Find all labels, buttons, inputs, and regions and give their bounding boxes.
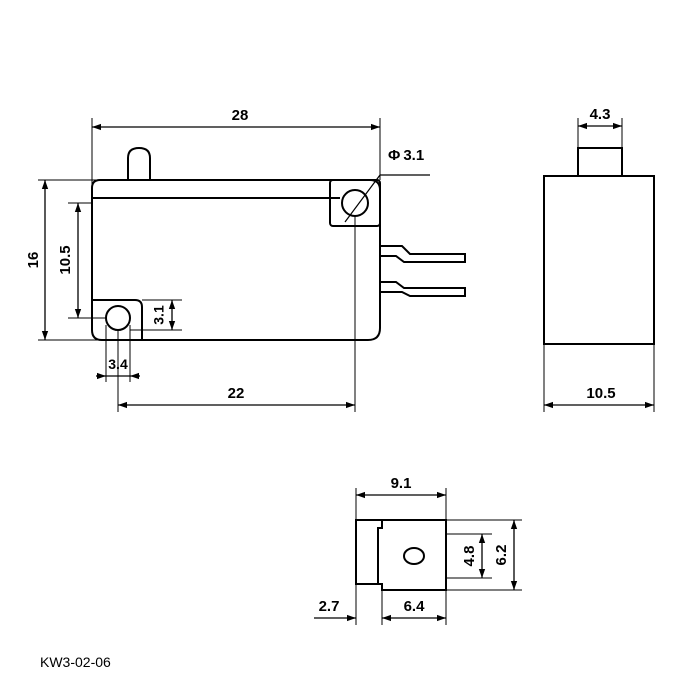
dim-plunger-width-label: 4.3 bbox=[590, 106, 611, 123]
side-body bbox=[543, 175, 655, 345]
hole-leader bbox=[344, 174, 381, 223]
terminal-slot bbox=[377, 520, 383, 584]
terminal-hole bbox=[403, 547, 425, 565]
dim-height-label: 16 bbox=[25, 252, 42, 269]
side-view: 4.3 10.5 bbox=[543, 106, 655, 412]
dim-width-label: 28 bbox=[232, 107, 249, 124]
terminal-lower bbox=[380, 281, 466, 297]
left-mount-boss bbox=[92, 299, 143, 340]
side-plunger bbox=[577, 147, 623, 177]
plunger bbox=[127, 146, 151, 180]
dim-slot-height-label: 4.8 bbox=[461, 546, 478, 567]
terminal-upper bbox=[380, 245, 466, 263]
terminal-view: 9.1 4.8 6.2 2.7 6.4 bbox=[314, 475, 522, 625]
dim-mount-spacing-label: 10.5 bbox=[57, 245, 74, 274]
dim-hole-offset-label: 3.1 bbox=[151, 305, 167, 325]
switch-body-outline bbox=[91, 179, 381, 341]
dim-tab-height-label: 6.2 bbox=[493, 545, 510, 566]
left-mount-hole bbox=[105, 305, 131, 331]
dim-tab-length-label: 6.4 bbox=[404, 598, 426, 615]
dim-length-label: 9.1 bbox=[391, 475, 412, 492]
terminal-outline bbox=[355, 519, 447, 591]
model-number: KW3-02-06 bbox=[40, 654, 111, 670]
right-mount-hole bbox=[341, 189, 369, 217]
dim-step-label: 2.7 bbox=[319, 598, 340, 615]
dim-hole-to-end-label: 22 bbox=[228, 385, 245, 402]
dim-body-width-label: 10.5 bbox=[586, 385, 615, 402]
